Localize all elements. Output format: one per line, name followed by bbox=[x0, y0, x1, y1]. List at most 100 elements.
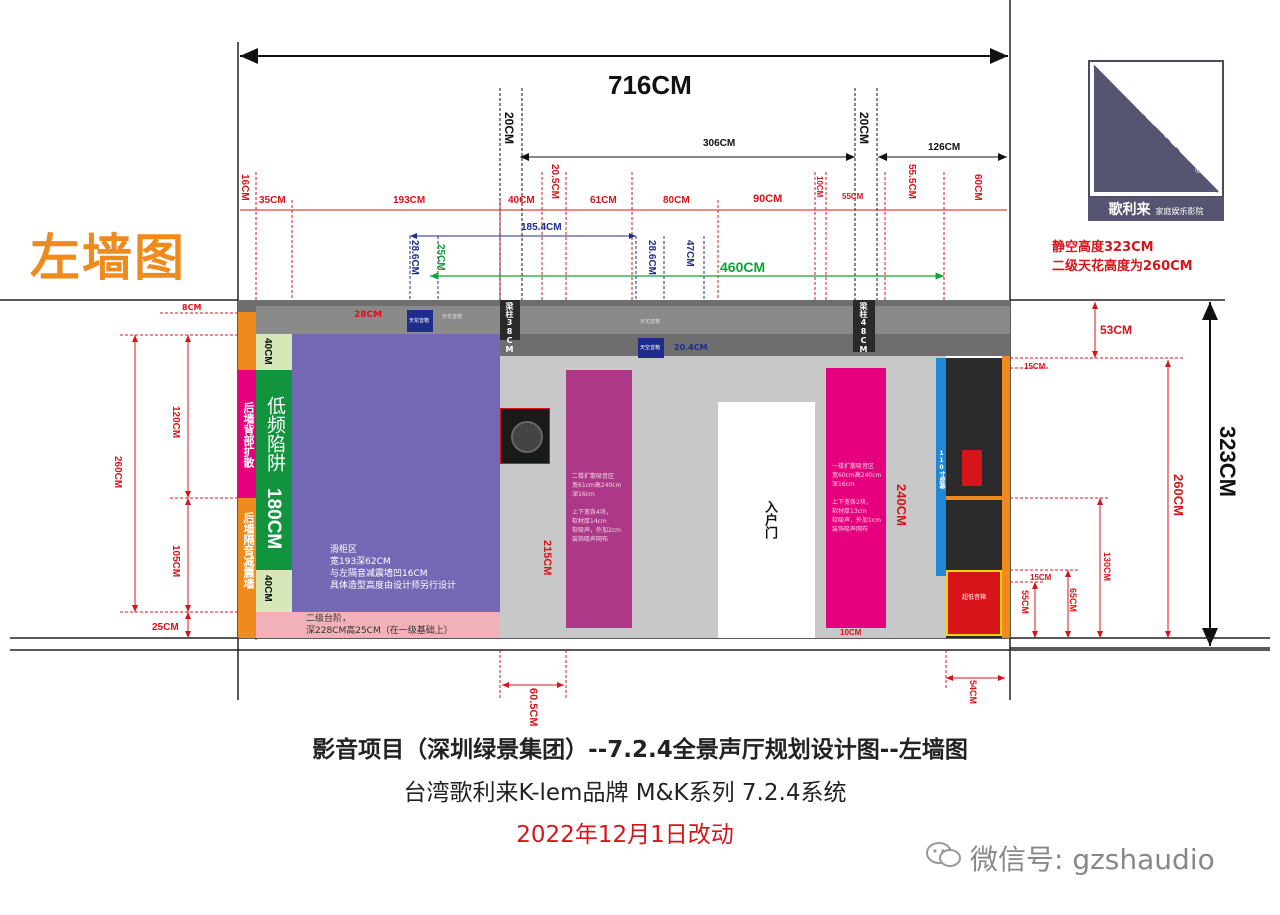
ceiling-speaker-right-label: 天空音箱 bbox=[640, 345, 661, 351]
subwoofer-box bbox=[946, 570, 1002, 636]
panel-1-line1: 二楼扩散吸音区 bbox=[572, 473, 615, 480]
panel-2-text: 一楼扩散吸音区 宽60cm高240cm 深16cm 上下宽各2块， 软材厚13c… bbox=[832, 462, 881, 534]
dim-15-top: 15CM bbox=[1024, 362, 1046, 371]
panel-1-text: 二楼扩散吸音区 宽61cm高240cm 深16cm 上下宽各4块， 软材厚14c… bbox=[572, 472, 621, 544]
dim-20-5: 20.5CM bbox=[549, 164, 560, 200]
dim-16: 16CM bbox=[239, 174, 250, 201]
panel-2-line4 bbox=[832, 489, 881, 498]
beam-right bbox=[853, 300, 875, 352]
logo-mark-shape bbox=[1093, 65, 1219, 193]
beam-left-label: 梁柱38CM bbox=[505, 302, 514, 354]
dim-35: 35CM bbox=[259, 195, 286, 206]
wechat-icon-shape bbox=[926, 842, 961, 867]
sliding-zone-line3: 与左隔音减震墙凹16CM bbox=[330, 569, 428, 579]
panel-2-line2: 宽60cm高240cm bbox=[832, 472, 882, 479]
ceiling-28: 28CM bbox=[354, 310, 383, 320]
panel-1-line4 bbox=[572, 499, 621, 508]
dim-55-5: 55.5CM bbox=[906, 164, 917, 200]
dim-53: 53CM bbox=[1100, 323, 1133, 337]
dim-120-left: 120CM bbox=[170, 406, 181, 439]
dim-55: 55CM bbox=[842, 192, 864, 201]
dim-15-bottom: 15CM bbox=[1030, 573, 1052, 582]
dim-260-left: 260CM bbox=[112, 456, 123, 489]
rear-diffuse-panel bbox=[238, 370, 256, 498]
panel-1-line2: 宽61cm高240cm bbox=[572, 482, 622, 489]
bottom-dims bbox=[499, 650, 1005, 700]
dim-323: 323CM bbox=[1215, 426, 1240, 497]
trap-top-block bbox=[256, 334, 292, 370]
entrance-door[interactable] bbox=[718, 402, 815, 638]
panel-1-line6: 软材厚14cm bbox=[572, 518, 607, 525]
sliding-cabinet-zone bbox=[292, 334, 500, 612]
front-speaker bbox=[500, 408, 550, 464]
brand-logo: K-LEM ® bbox=[1088, 60, 1224, 198]
dim-20-beam-left: 20CM bbox=[502, 112, 516, 145]
bass-trap-label: 低频陷阱 bbox=[264, 396, 286, 472]
ceiling-note-line2: 二级天花高度为260CM bbox=[1052, 259, 1193, 274]
dim-260-right: 260CM bbox=[1171, 474, 1186, 516]
dim-47: 47CM bbox=[684, 240, 695, 267]
dim-65-right: 65CM bbox=[1068, 588, 1078, 613]
dim-716: 716CM bbox=[608, 70, 692, 100]
acoustic-panel-1 bbox=[566, 370, 632, 628]
dim-10: 10CM bbox=[815, 176, 824, 198]
step-line1: 二级台阶， bbox=[306, 614, 352, 624]
ceiling-note: 静空高度323CM 二级天花高度为260CM bbox=[1052, 238, 1193, 276]
ceiling-speaker-left-note: 天花音箱 bbox=[442, 314, 463, 320]
dim-60: 60CM bbox=[972, 174, 983, 201]
dim-306: 306CM bbox=[703, 138, 736, 149]
bass-trap-height: 180CM bbox=[263, 488, 284, 550]
step-text: 二级台阶， 深228CM高25CM（在一级基础上） bbox=[306, 613, 453, 637]
dim-215: 215CM bbox=[541, 540, 553, 576]
logo-brand-cn: 歌利来 bbox=[1108, 202, 1151, 218]
center-speaker-box bbox=[962, 450, 982, 486]
trap-bottom-block bbox=[256, 570, 292, 612]
dim-10-bottom: 10CM bbox=[840, 628, 862, 637]
watermark-text: 微信号: gzshaudio bbox=[970, 843, 1215, 876]
dim-54: 54CM bbox=[968, 680, 978, 705]
dim-90: 90CM bbox=[753, 193, 783, 205]
dim-25-left: 25CM bbox=[152, 622, 179, 633]
panel-2-line3: 深16cm bbox=[832, 481, 855, 488]
dim-460: 460CM bbox=[720, 259, 766, 275]
panel-1-line5: 上下宽各4块， bbox=[572, 509, 612, 516]
sliding-zone-line2: 宽193深62CM bbox=[330, 557, 391, 567]
caption-line1: 影音项目（深圳绿景集团）--7.2.4全景声厅规划设计图--左墙图 bbox=[312, 737, 968, 763]
dim-20-4: 20.4CM bbox=[674, 343, 708, 352]
dim-28-6-right: 28.6CM bbox=[646, 240, 657, 276]
panel-2-line8: 装饰吸声网布 bbox=[832, 526, 869, 533]
panel-2-line1: 一楼扩散吸音区 bbox=[832, 463, 875, 470]
subwoofer-label: 超低音箱 bbox=[962, 594, 987, 601]
sliding-zone-line4: 具体造型高度由设计师另行设计 bbox=[330, 581, 457, 591]
rear-absorb-label: 后墙隔音减震墙 bbox=[242, 512, 255, 589]
logo-registered: ® bbox=[1194, 166, 1203, 176]
dim-193: 193CM bbox=[393, 195, 426, 206]
dim-80: 80CM bbox=[663, 195, 690, 206]
ceiling-speaker-left-label: 天花音箱 bbox=[409, 318, 430, 324]
page-title: 左墙图 bbox=[30, 229, 186, 287]
bass-trap bbox=[256, 370, 292, 570]
acoustic-panel-2 bbox=[826, 368, 886, 628]
rear-diffuse-label: 后墙背部扩散 bbox=[242, 402, 255, 468]
beam-left bbox=[500, 300, 520, 340]
dim-61: 61CM bbox=[590, 195, 617, 206]
dim-40: 40CM bbox=[508, 195, 535, 206]
panel-2-line7: 软吸声，外加1cm bbox=[832, 517, 881, 524]
front-speaker-cone bbox=[511, 421, 543, 453]
screen-label: 110寸屏幕 bbox=[938, 450, 945, 489]
ceiling-speaker-right-note: 天花音箱 bbox=[640, 319, 661, 325]
wechat-icon bbox=[925, 840, 963, 870]
sliding-zone-text: 滑柜区 宽193深62CM 与左隔音减震墙凹16CM 具体造型高度由设计师另行设… bbox=[330, 544, 456, 592]
caption-line2: 台湾歌利来K-lem品牌 M&K系列 7.2.4系统 bbox=[403, 780, 847, 806]
panel-2-line5: 上下宽各2块， bbox=[832, 499, 872, 506]
trap-top-40: 40CM bbox=[262, 338, 273, 365]
logo-caption: 歌利来 家庭娱乐影院 bbox=[1088, 197, 1224, 221]
dim-240: 240CM bbox=[894, 484, 909, 526]
trap-bottom-40: 40CM bbox=[262, 575, 273, 602]
screen-edge bbox=[936, 358, 946, 576]
screen-shelf bbox=[946, 496, 1002, 500]
ceiling-8: 8CM bbox=[182, 303, 202, 312]
dim-105-left: 105CM bbox=[170, 545, 181, 578]
step-platform bbox=[256, 612, 500, 638]
dim-130-right: 130CM bbox=[1102, 552, 1112, 582]
